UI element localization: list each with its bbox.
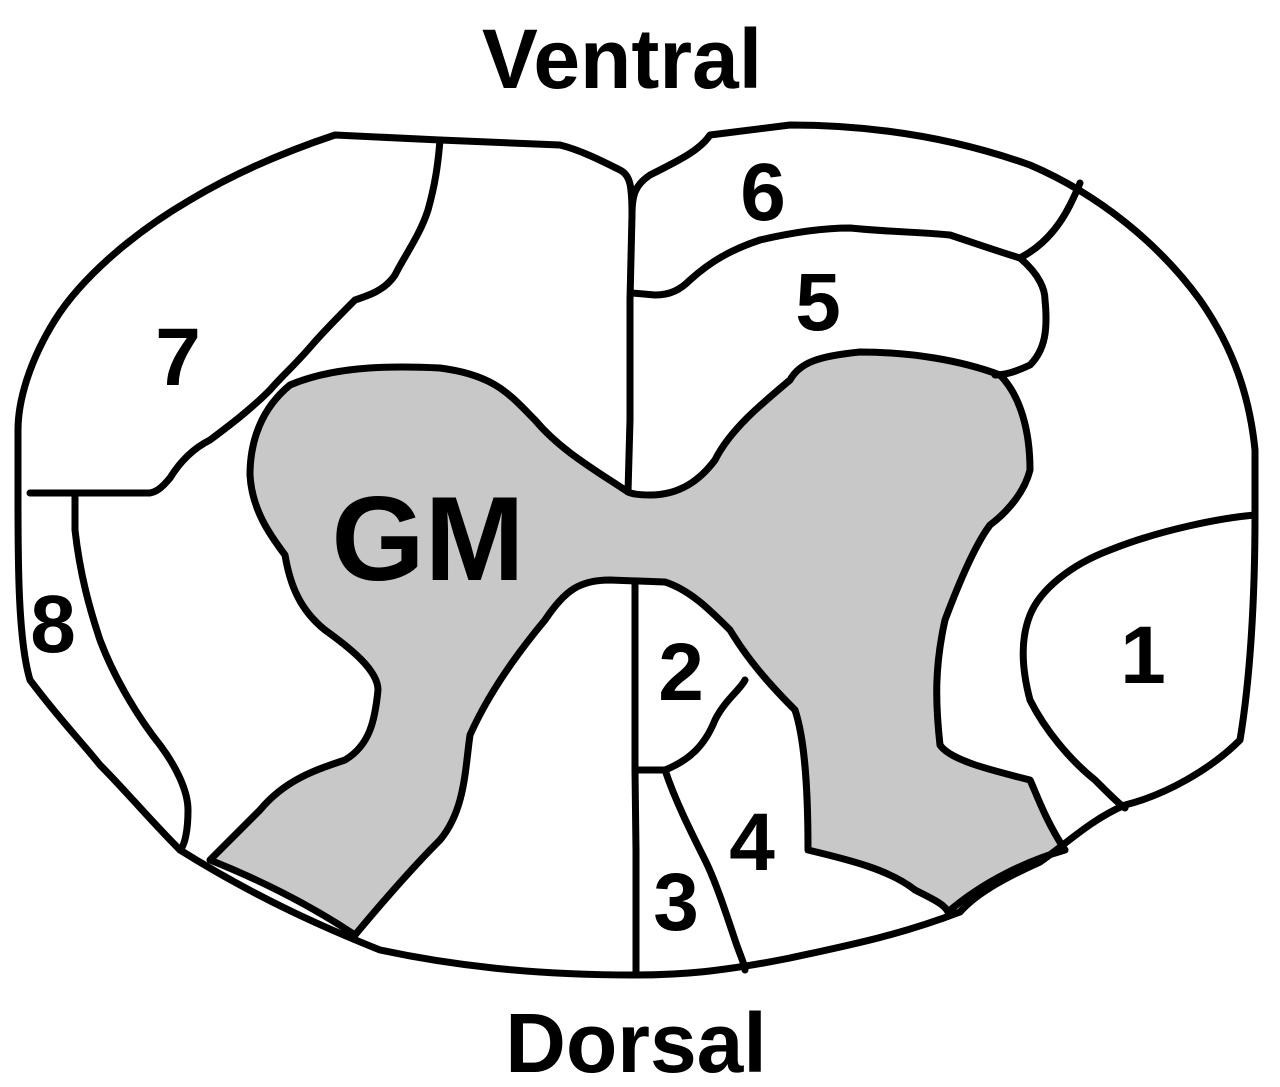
region-label-2: 2 (658, 627, 704, 718)
region-6-boundary (1016, 179, 1084, 262)
region-label-3: 3 (653, 857, 699, 948)
region-3-4-boundary (661, 766, 749, 974)
region-8-boundary (71, 489, 192, 854)
region-1-boundary (1019, 511, 1259, 812)
region-label-5: 5 (795, 257, 841, 348)
ventral-label: Ventral (482, 12, 762, 106)
dorsal-midline (631, 578, 640, 979)
region-label-6: 6 (740, 147, 786, 238)
region-2-boundary (631, 676, 749, 774)
left-outline (14, 131, 639, 979)
region-7-boundary (26, 136, 444, 497)
gray-matter-region (206, 348, 1069, 939)
region-label-7: 7 (155, 312, 201, 403)
right-outline (628, 121, 1259, 979)
gray-matter-label: GM (331, 472, 524, 606)
region-label-4: 4 (729, 797, 775, 888)
ventral-midline (624, 211, 636, 496)
region-5-boundary (628, 224, 1050, 379)
region-label-1: 1 (1120, 610, 1166, 701)
region-label-8: 8 (30, 579, 76, 670)
dorsal-label: Dorsal (505, 996, 766, 1087)
